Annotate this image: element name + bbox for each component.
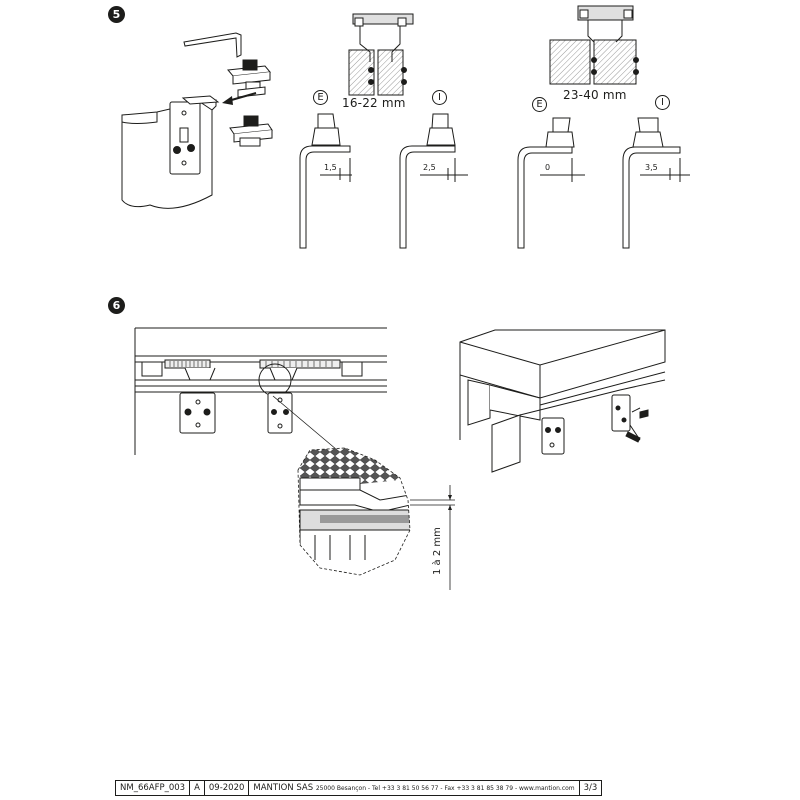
exterior-label-2: E <box>532 97 547 112</box>
step-5-badge: 5 <box>108 6 125 23</box>
profile-e-thick <box>517 117 585 249</box>
interior-label-2: I <box>655 95 670 110</box>
profile-e-thin <box>299 113 352 249</box>
doc-revision: A <box>190 781 205 795</box>
company-info: MANTION SAS 25000 Besançon - Tel +33 3 8… <box>249 781 580 795</box>
thick-door-range: 23-40 mm <box>563 88 627 102</box>
step-6-badge: 6 <box>108 297 125 314</box>
offset-label-4: 3,5 <box>645 163 658 172</box>
gap-dimension-label: 1 à 2 mm <box>432 527 443 575</box>
company-contact: 25000 Besançon - Tel +33 3 81 50 56 77 -… <box>315 784 575 792</box>
thin-door-range: 16-22 mm <box>342 96 406 110</box>
company-name: MANTION SAS <box>253 783 314 793</box>
doc-reference: NM_66AFP_003 <box>116 781 191 795</box>
exterior-label-1: E <box>313 90 328 105</box>
page-number: 3/3 <box>583 783 598 793</box>
profile-i-thin <box>399 113 468 249</box>
interior-label-1: I <box>432 90 447 105</box>
offset-label-2: 2,5 <box>423 163 436 172</box>
offset-label-3: 0 <box>545 163 551 172</box>
document-footer: NM_66AFP_003 A 09-2020 MANTION SAS 25000… <box>115 780 603 796</box>
offset-label-1: 1,5 <box>324 163 337 172</box>
profile-i-thick <box>622 117 690 249</box>
doc-date: 09-2020 <box>205 781 250 795</box>
